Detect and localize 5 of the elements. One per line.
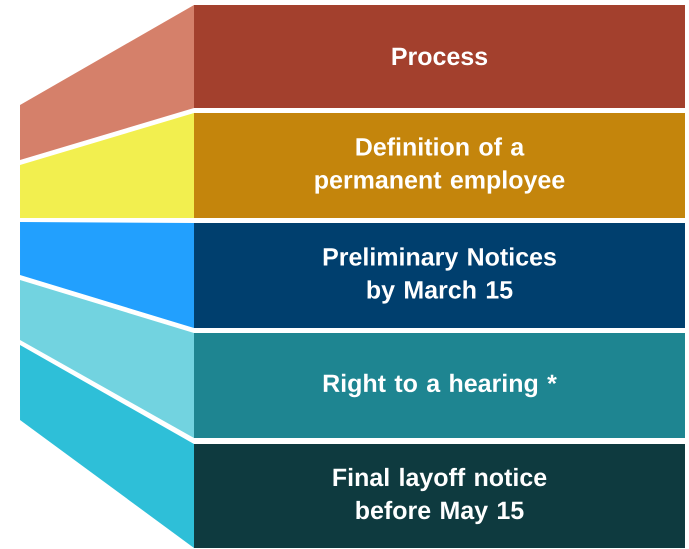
process-box: Preliminary Notices by March 15 <box>194 223 685 328</box>
process-box: Final layoff notice before May 15 <box>194 444 685 548</box>
process-box: Definition of a permanent employee <box>194 113 685 218</box>
process-box: Right to a hearing * <box>194 333 685 438</box>
process-box: Process <box>194 5 685 108</box>
